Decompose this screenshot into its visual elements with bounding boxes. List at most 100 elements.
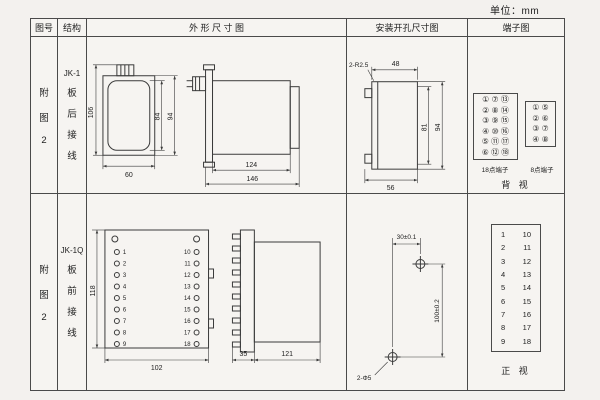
structure-jk1: JK-1 板 后 接 线 (58, 37, 87, 194)
header-outline: 外 形 尺 寸 图 (87, 19, 347, 37)
mounting-holes (384, 256, 429, 365)
cutout-outline (364, 81, 418, 170)
figure-no-jk1q: 附 图 2 (31, 194, 58, 390)
terminal-pair: 6 15 (492, 297, 540, 306)
svg-text:13: 13 (184, 284, 191, 290)
terminal-no: 2 (501, 243, 506, 253)
terminal-row: ② ⑥ (532, 113, 549, 123)
terminal-pair: 1 10 (492, 230, 540, 239)
terminal-no: 11 (523, 243, 531, 253)
svg-text:7: 7 (123, 319, 127, 325)
terminal-row: ③ ⑨ ⑮ (482, 116, 509, 125)
fig-char: 图 (39, 112, 49, 124)
fig-char: 图 (39, 289, 49, 301)
figure-no-jk1: 附 图 2 (31, 37, 58, 194)
svg-text:14: 14 (184, 296, 191, 302)
outline-drawing-cell-jk1q: 1 2 3 4 5 6 7 8 9 10 11 12 13 14 15 16 1… (87, 194, 347, 390)
dim-124: 124 (246, 162, 258, 169)
svg-text:10: 10 (184, 250, 191, 256)
spec-table: 图号 结构 外 形 尺 寸 图 安装开孔尺寸图 端子图 附 图 2 JK-1 板… (30, 18, 565, 391)
fig-char: 2 (41, 311, 47, 323)
mounting-drawing-jk1: 2-R2.5 48 81 94 56 (349, 61, 446, 192)
fig-char: 附 (39, 264, 49, 276)
terminal-row: ② ⑧ ⑭ (482, 105, 509, 115)
terminal-pair: 3 12 (492, 257, 540, 266)
cutout-dimensions: 2-R2.5 48 81 94 56 (349, 61, 446, 192)
terminal-no: 17 (522, 323, 531, 333)
terminal-no: 8 (501, 323, 506, 333)
terminal-no: 6 (501, 296, 506, 306)
svg-text:12: 12 (184, 273, 191, 279)
dim-60: 60 (125, 172, 133, 179)
terminal-no: 10 (522, 230, 531, 240)
wiring-char: 板 (67, 264, 77, 276)
svg-text:17: 17 (184, 330, 191, 336)
view-label-front: 正 视 (501, 366, 531, 376)
mounting-dimensions-jk1q: 30±0.1 100±0.2 2-Φ5 (357, 234, 446, 382)
outline-drawing-cell-jk1: 106 84 94 60 (87, 37, 347, 194)
terminal-block-8pt: ① ⑤ ② ⑥ ③ ⑦ ④ ⑧ (525, 101, 556, 147)
model-name-jk1: JK-1 (63, 68, 81, 78)
dim-35: 35 (240, 351, 248, 358)
terminal-row: ⑤ ⑪ ⑰ (481, 137, 510, 146)
terminal-no: 5 (501, 283, 506, 293)
terminal-no: 3 (501, 256, 506, 266)
svg-text:1: 1 (123, 250, 127, 256)
terminal-no: 12 (522, 256, 531, 266)
svg-text:16: 16 (184, 319, 191, 325)
unit-label: 单位：mm (490, 6, 540, 17)
mounting-drawing-cell-jk1: 2-R2.5 48 81 94 56 (347, 37, 468, 194)
header-mounting-label: 安装开孔尺寸图 (375, 23, 439, 33)
terminal-row: ⑥ ⑫ ⑱ (481, 147, 510, 157)
svg-text:5: 5 (123, 296, 127, 302)
dim-118: 118 (90, 285, 97, 296)
svg-text:8: 8 (123, 330, 127, 336)
side-view-dimensions-jk1q: 35 121 (232, 342, 321, 363)
terminal-row: ④ ⑧ (532, 134, 549, 144)
header-mounting: 安装开孔尺寸图 (347, 19, 468, 37)
header-terminal-label: 端子图 (502, 23, 530, 33)
wiring-char: 前 (67, 285, 77, 297)
wiring-char: 接 (67, 306, 77, 318)
outline-drawing-jk1: 106 84 94 60 (88, 64, 300, 188)
terminal-pair: 2 11 (492, 243, 540, 252)
terminal-no: 14 (522, 283, 531, 293)
terminal-no: 9 (501, 336, 506, 346)
fig-char: 附 (39, 87, 49, 99)
dim-121: 121 (281, 351, 293, 358)
wiring-char: 板 (67, 87, 77, 99)
dim-94: 94 (168, 112, 175, 120)
dim-94-mounting: 94 (435, 123, 442, 131)
terminal-no: 15 (522, 296, 531, 306)
header-structure-label: 结构 (62, 23, 81, 33)
dim-106: 106 (88, 107, 95, 119)
terminal-8pt-label: 8点端子 (530, 167, 554, 174)
terminal-block-18pt: ① ⑦ ⑬ ② ⑧ ⑭ ③ ⑨ ⑮ ④ ⑩ ⑯ ⑤ ⑪ ⑰ ⑥ ⑫ ⑱ (473, 93, 518, 160)
terminal-diagram-cell-jk1: ① ⑦ ⑬ ② ⑧ ⑭ ③ ⑨ ⑮ ④ ⑩ ⑯ ⑤ ⑪ ⑰ ⑥ ⑫ ⑱ ① ⑤ … (468, 37, 564, 194)
terminal-no: 1 (501, 230, 506, 240)
dim-48: 48 (392, 61, 400, 68)
side-view-jk1 (186, 64, 300, 168)
wiring-char: 接 (67, 129, 77, 141)
side-view-jk1q (231, 229, 321, 353)
dim-81: 81 (421, 123, 428, 131)
structure-jk1q: JK-1Q 板 前 接 线 (58, 194, 87, 390)
svg-text:6: 6 (123, 307, 127, 313)
corner-radius-label: 2-R2.5 (349, 62, 369, 69)
svg-text:2: 2 (123, 261, 127, 267)
wiring-char: 后 (67, 108, 77, 120)
terminal-pair: 8 17 (492, 323, 540, 332)
terminal-row: ③ ⑦ (532, 124, 549, 133)
header-terminal: 端子图 (468, 19, 564, 37)
mounting-drawing-jk1q: 30±0.1 100±0.2 2-Φ5 (357, 234, 446, 382)
front-view-dimensions-jk1q: 118 10 2 (90, 229, 209, 372)
terminal-row: ① ⑦ ⑬ (482, 95, 509, 104)
mounting-drawing-cell-jk1q: 30±0.1 100±0.2 2-Φ5 (347, 194, 468, 390)
model-name-jk1q: JK-1Q (60, 245, 84, 255)
pin-numbers: 1 2 3 4 5 6 7 8 9 10 11 12 13 14 15 16 1… (123, 250, 191, 348)
